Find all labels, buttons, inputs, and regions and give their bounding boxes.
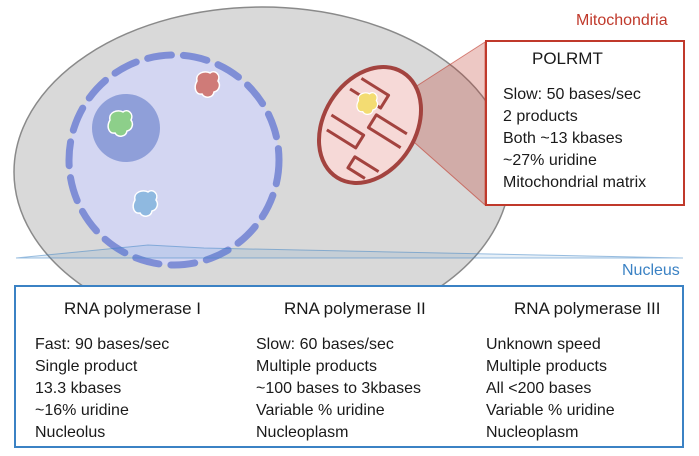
pol2-products: Multiple products	[256, 358, 377, 375]
polrmt-label: POLRMT	[532, 49, 603, 68]
mitochondria-panel: POLRMT Slow: 50 bases/sec 2 products Bot…	[485, 40, 685, 206]
polrmt-speed: Slow: 50 bases/sec	[503, 86, 641, 103]
pol3-location: Nucleoplasm	[486, 424, 579, 441]
nucleus-title: Nucleus	[622, 262, 680, 279]
pol2-speed: Slow: 60 bases/sec	[256, 336, 394, 353]
pol1-products: Single product	[35, 358, 138, 375]
pol1-uridine: ~16% uridine	[35, 402, 129, 419]
nucleus-callout-wedge	[15, 244, 684, 259]
pol2-length: ~100 bases to 3kbases	[256, 380, 422, 397]
rna-polymerase-i-details: Fast: 90 bases/sec Single product 13.3 k…	[35, 334, 169, 444]
pol2-location: Nucleoplasm	[256, 424, 349, 441]
rna-polymerase-ii-details: Slow: 60 bases/sec Multiple products ~10…	[256, 334, 421, 444]
pol1-location: Nucleolus	[35, 424, 106, 441]
rna-polymerase-i-label: RNA polymerase I	[64, 299, 201, 318]
polrmt-location: Mitochondrial matrix	[503, 174, 647, 191]
pol3-length: All <200 bases	[486, 380, 592, 397]
pol3-uridine: Variable % uridine	[486, 402, 615, 419]
pol3-speed: Unknown speed	[486, 336, 601, 353]
rna-polymerase-ii-label: RNA polymerase II	[284, 299, 426, 318]
polrmt-uridine: ~27% uridine	[503, 152, 597, 169]
pol2-uridine: Variable % uridine	[256, 402, 385, 419]
nucleus-panel: RNA polymerase I Fast: 90 bases/sec Sing…	[14, 285, 684, 448]
rna-polymerase-iii-label: RNA polymerase III	[514, 299, 661, 318]
polrmt-products: 2 products	[503, 108, 578, 125]
mitochondrion	[316, 65, 424, 185]
pol1-length: 13.3 kbases	[35, 380, 122, 397]
nuclear-envelope	[65, 51, 283, 269]
pol1-speed: Fast: 90 bases/sec	[35, 336, 170, 353]
polrmt-length: Both ~13 kbases	[503, 130, 623, 147]
pol3-products: Multiple products	[486, 358, 607, 375]
rna-polymerase-iii-details: Unknown speed Multiple products All <200…	[486, 334, 615, 444]
mitochondria-title: Mitochondria	[576, 12, 668, 29]
polrmt-details: Slow: 50 bases/sec 2 products Both ~13 k…	[503, 84, 646, 194]
